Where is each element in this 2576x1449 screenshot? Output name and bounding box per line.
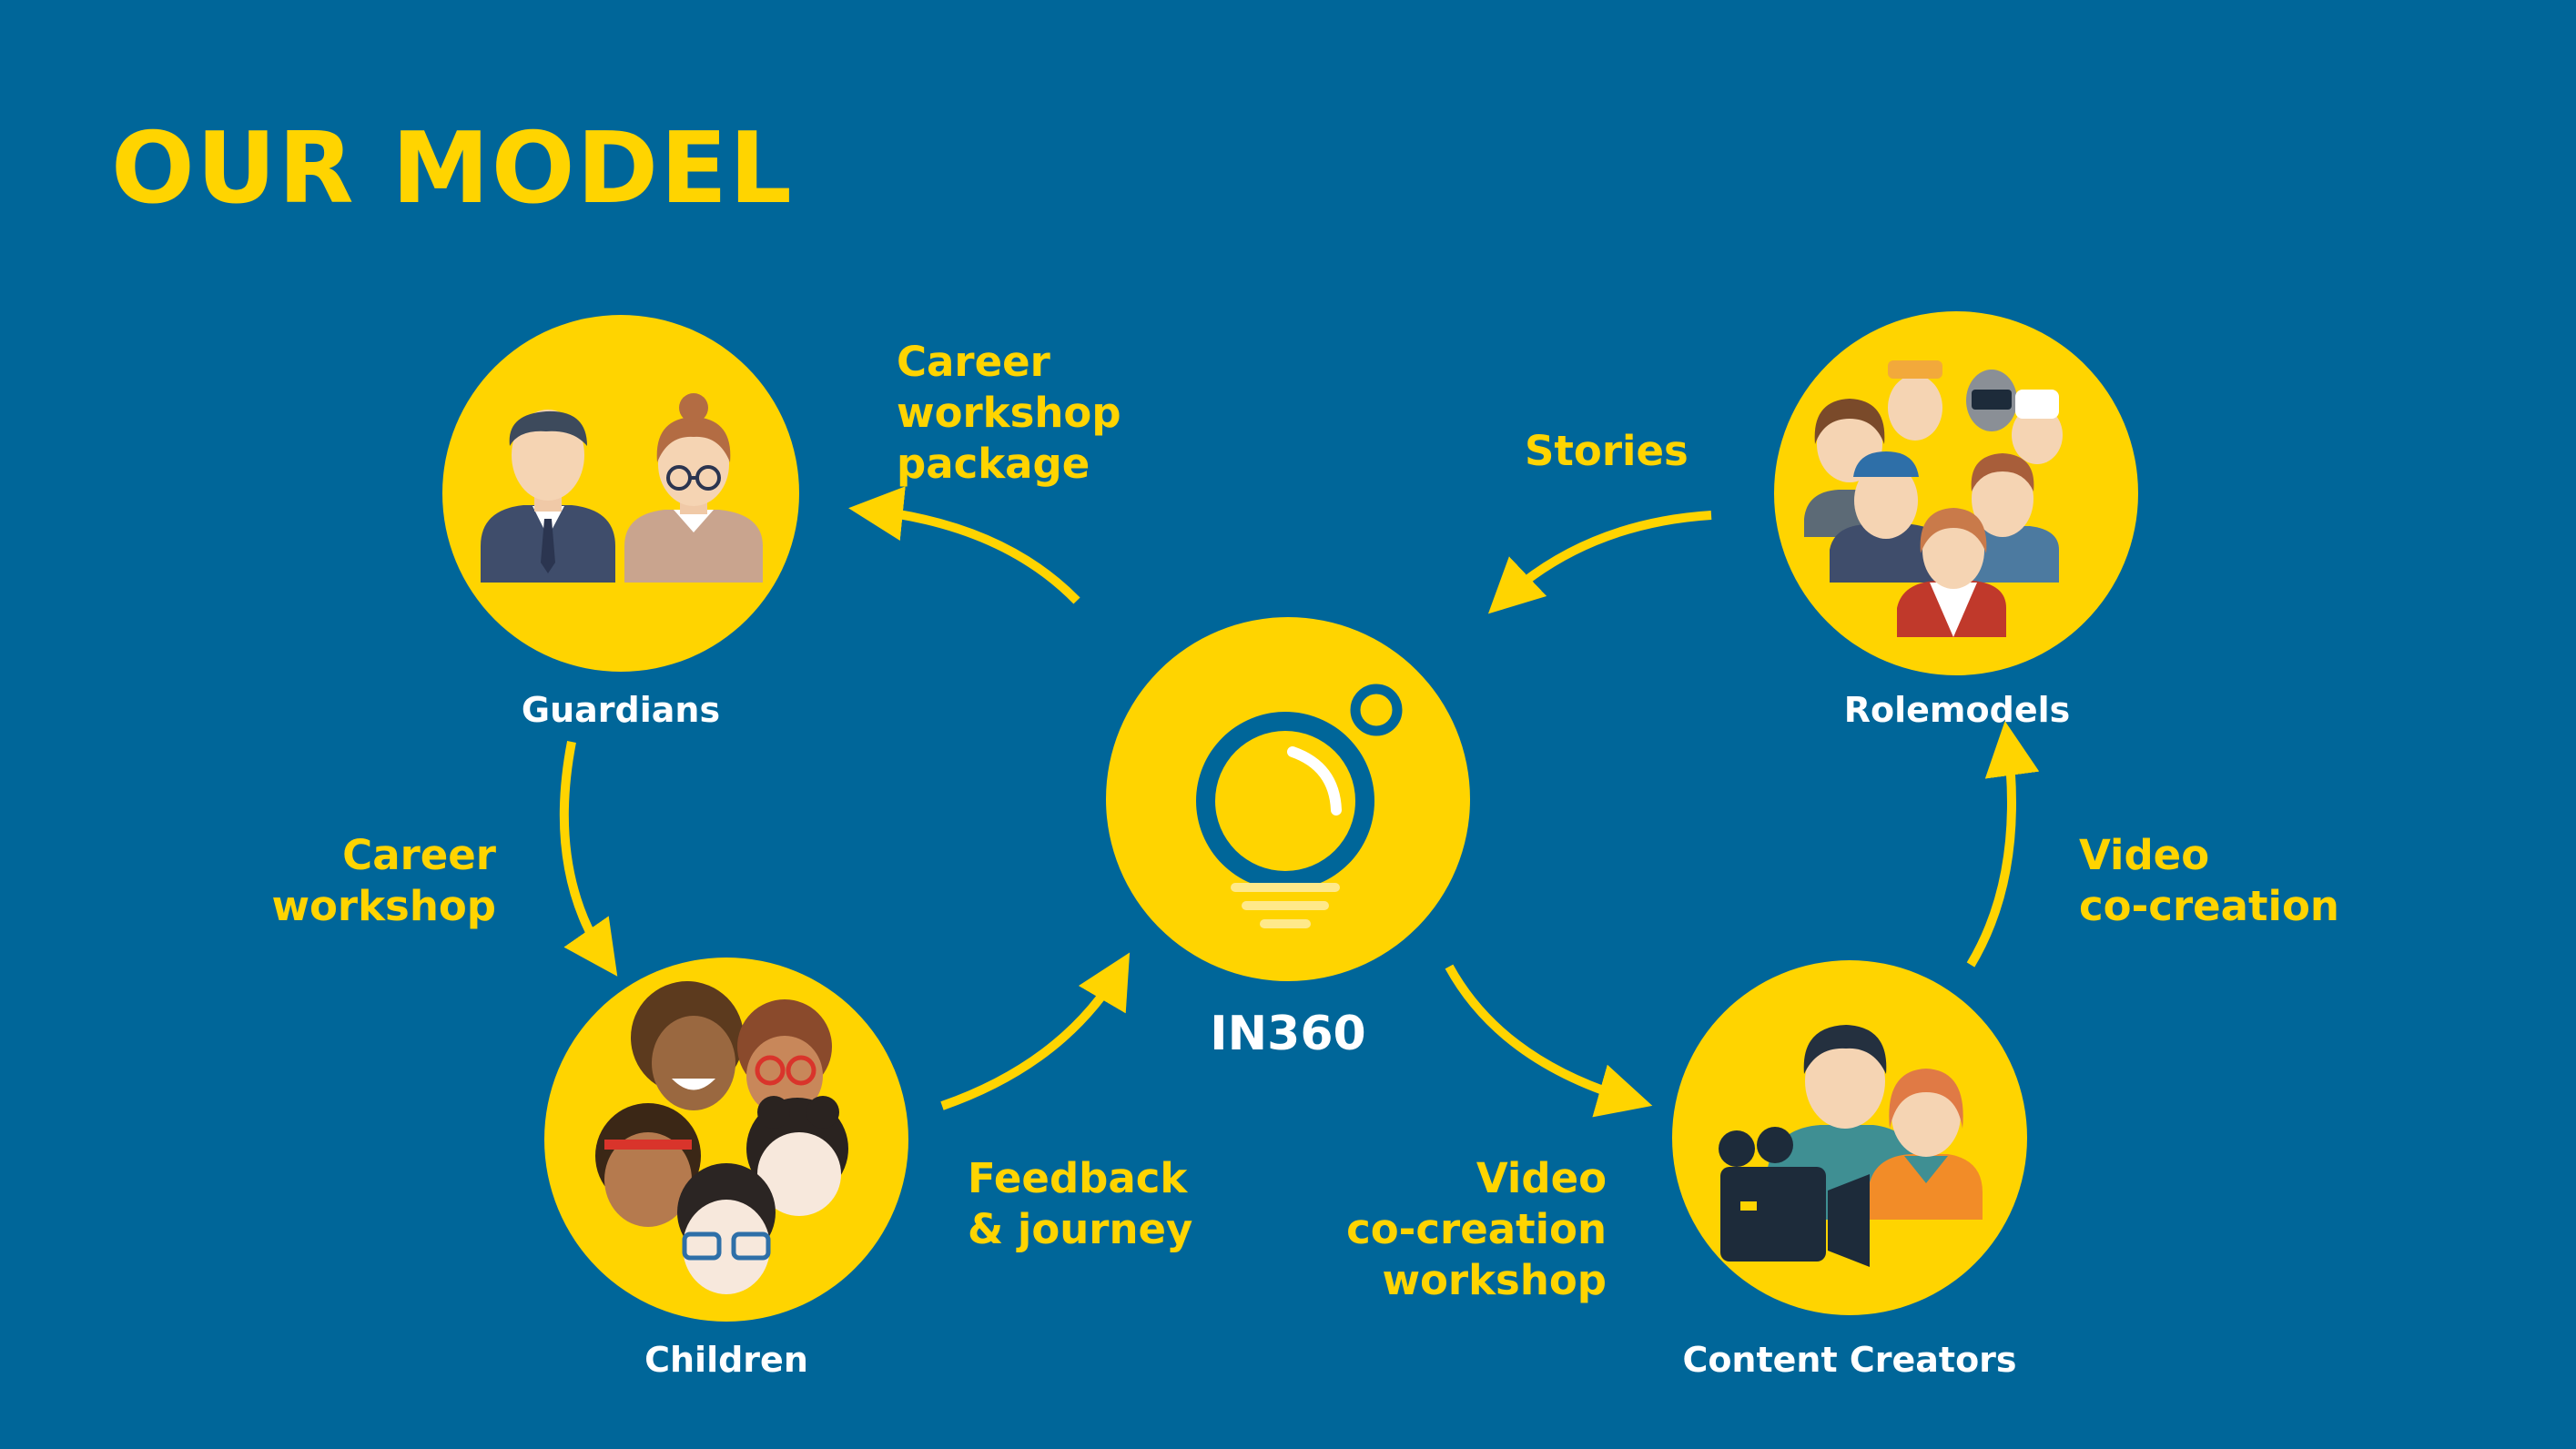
edge-label-line: & journey bbox=[968, 1205, 1193, 1253]
edge-label-line: co-creation bbox=[1346, 1205, 1607, 1253]
edge-label-line: Video bbox=[1476, 1154, 1607, 1202]
arrow-guardians-to-children bbox=[559, 741, 618, 977]
edge-label-line: Career bbox=[342, 831, 496, 879]
node-label-content-creators: Content Creators bbox=[1682, 1340, 2017, 1380]
arrow-in360-to-creators bbox=[1445, 964, 1653, 1118]
edge-label-video-cocreation-workshop: Video co-creation workshop bbox=[1265, 1153, 1607, 1306]
edge-label-video-cocreation: Video co-creation bbox=[2079, 830, 2339, 932]
rolemodels-icon bbox=[1774, 311, 2138, 675]
edge-label-line: package bbox=[897, 440, 1090, 488]
guardians-icon bbox=[442, 315, 799, 672]
edge-label-line: Stories bbox=[1525, 427, 1689, 475]
arrow-in360-to-guardians bbox=[848, 486, 1080, 604]
edge-label-stories: Stories bbox=[1525, 426, 1689, 477]
edge-label-line: workshop bbox=[1382, 1256, 1607, 1304]
edge-label-line: Feedback bbox=[968, 1154, 1188, 1202]
arrow-children-to-in360 bbox=[940, 952, 1131, 1110]
edge-label-line: workshop bbox=[897, 389, 1121, 437]
node-label-rolemodels: Rolemodels bbox=[1843, 690, 2071, 730]
page-title: OUR MODEL bbox=[111, 112, 794, 226]
node-label-guardians: Guardians bbox=[521, 690, 721, 730]
edge-label-line: Video bbox=[2079, 831, 2210, 879]
edge-label-career-workshop: Career workshop bbox=[223, 830, 496, 932]
lightbulb-icon bbox=[1106, 617, 1470, 981]
edge-label-feedback-journey: Feedback & journey bbox=[968, 1153, 1192, 1255]
edge-label-line: co-creation bbox=[2079, 882, 2339, 930]
node-label-in360: IN360 bbox=[1210, 1007, 1366, 1061]
arrow-creators-to-rolemodels bbox=[1966, 721, 2040, 968]
arrow-rolemodels-to-in360 bbox=[1487, 511, 1712, 614]
edge-label-career-workshop-package: Career workshop package bbox=[897, 337, 1121, 490]
children-icon bbox=[544, 958, 908, 1322]
content-creators-icon bbox=[1672, 960, 2027, 1315]
node-label-children: Children bbox=[644, 1340, 808, 1380]
edge-label-line: Career bbox=[897, 338, 1050, 386]
edge-label-line: workshop bbox=[271, 882, 496, 930]
